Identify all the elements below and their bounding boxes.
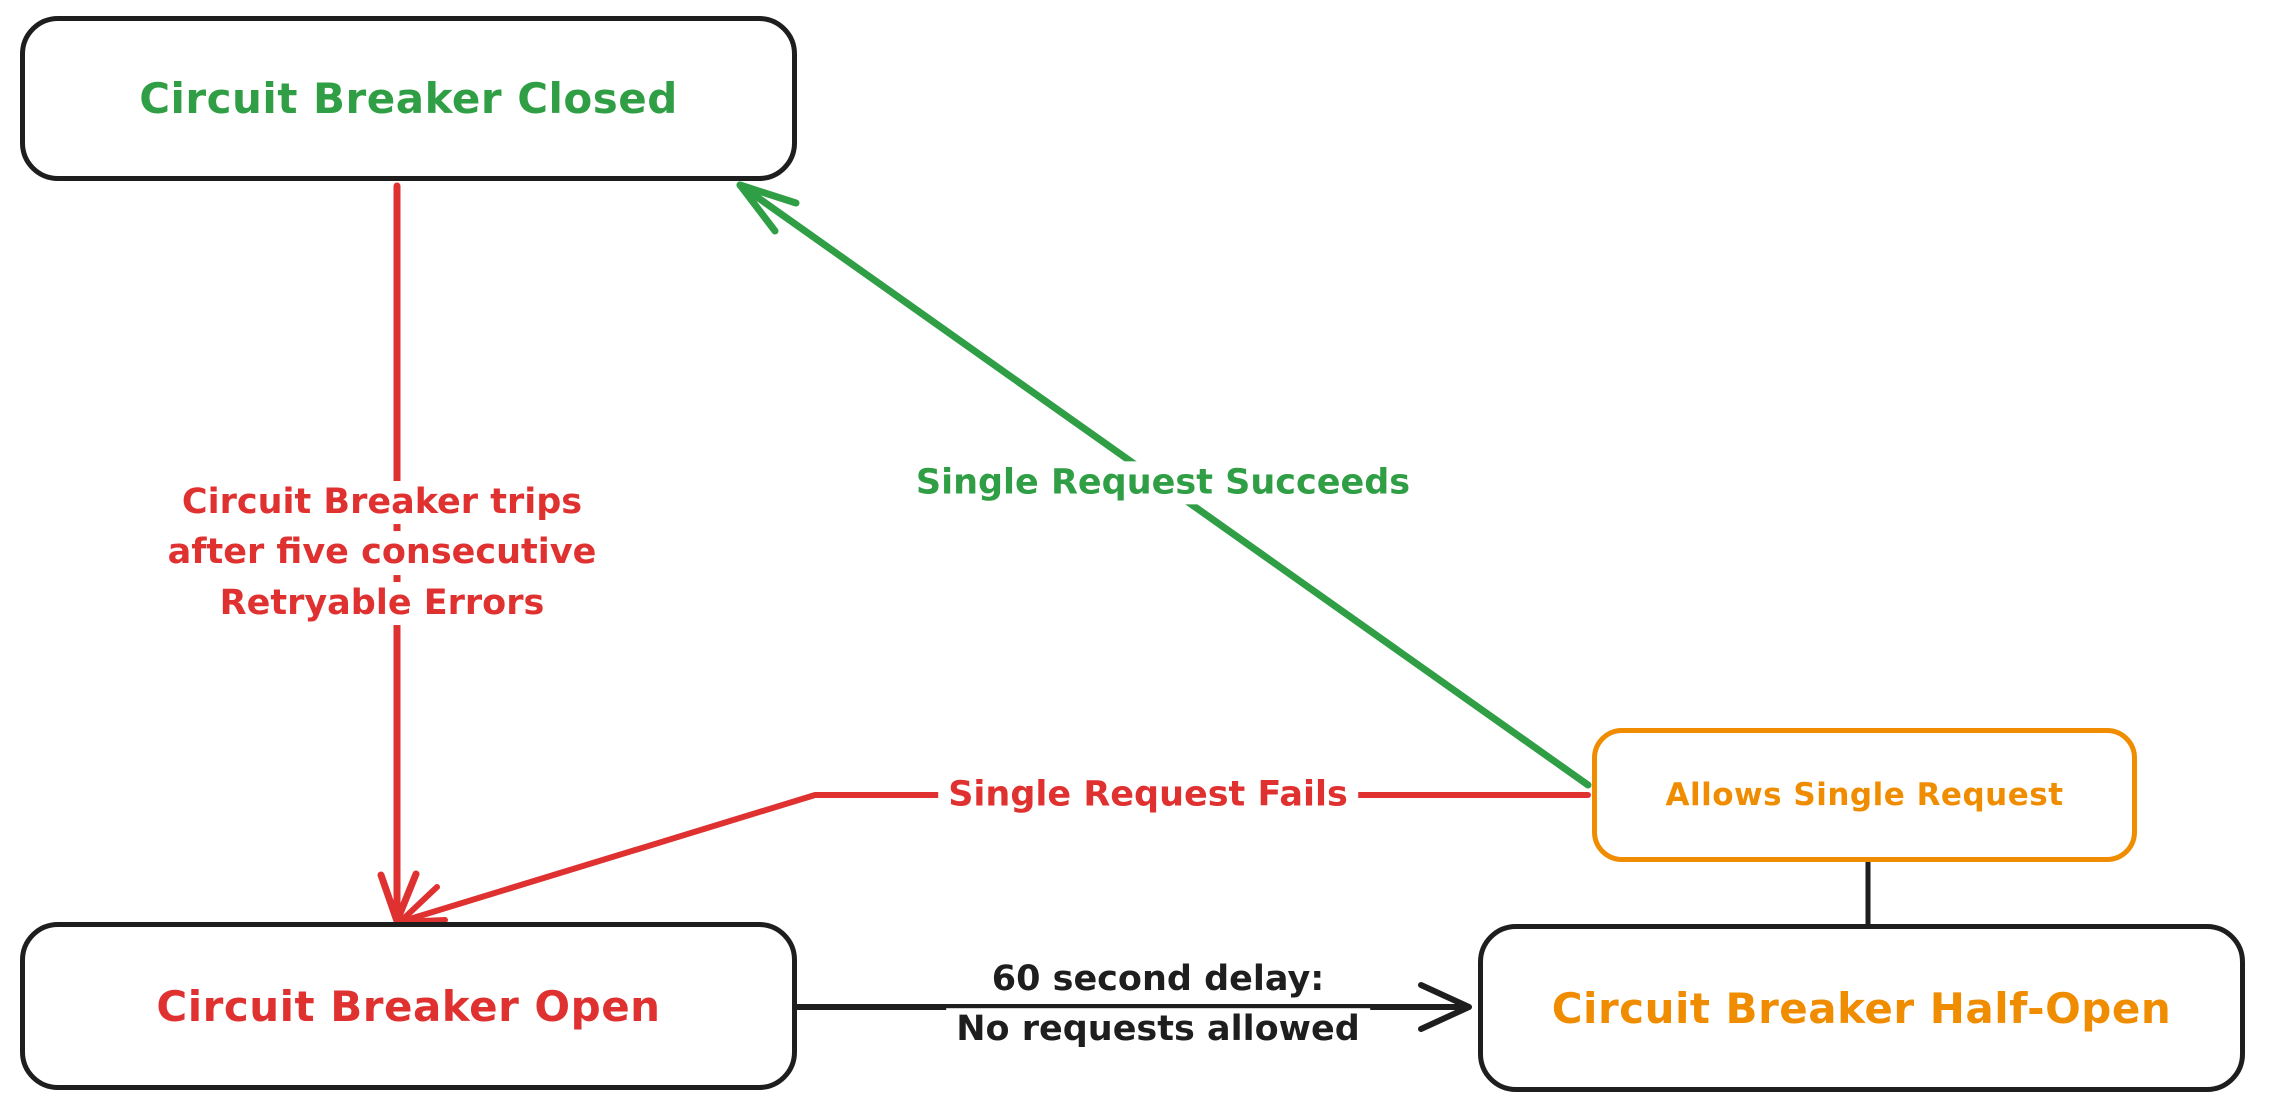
edge-label-trips-line1: Circuit Breaker trips bbox=[171, 481, 593, 525]
edge-label-succeeds: Single Request Succeeds bbox=[905, 461, 1421, 505]
node-circuit-breaker-closed: Circuit Breaker Closed bbox=[20, 16, 797, 181]
edge-label-trips-line2: after five consecutive bbox=[157, 531, 607, 575]
edge-label-fails-line1: Single Request Fails bbox=[938, 773, 1358, 817]
edge-label-succeeds-line1: Single Request Succeeds bbox=[905, 461, 1421, 505]
edge-label-delay-line2: No requests allowed bbox=[946, 1008, 1370, 1052]
node-allows-single-request-label: Allows Single Request bbox=[1665, 777, 2064, 813]
edge-label-delay: 60 second delay: No requests allowed bbox=[946, 958, 1370, 1052]
edge-label-delay-line1: 60 second delay: bbox=[981, 958, 1335, 1002]
edge-label-trips: Circuit Breaker trips after five consecu… bbox=[157, 481, 607, 625]
node-circuit-breaker-open: Circuit Breaker Open bbox=[20, 922, 797, 1090]
node-circuit-breaker-open-label: Circuit Breaker Open bbox=[156, 981, 661, 1031]
node-allows-single-request: Allows Single Request bbox=[1592, 728, 2137, 862]
edge-label-trips-line3: Retryable Errors bbox=[209, 581, 555, 625]
edge-delay-arrow bbox=[794, 982, 1472, 1032]
node-circuit-breaker-closed-label: Circuit Breaker Closed bbox=[139, 74, 678, 123]
edge-label-fails: Single Request Fails bbox=[938, 773, 1358, 817]
node-circuit-breaker-half-open-label: Circuit Breaker Half-Open bbox=[1551, 983, 2172, 1033]
node-circuit-breaker-half-open: Circuit Breaker Half-Open bbox=[1478, 924, 2245, 1092]
